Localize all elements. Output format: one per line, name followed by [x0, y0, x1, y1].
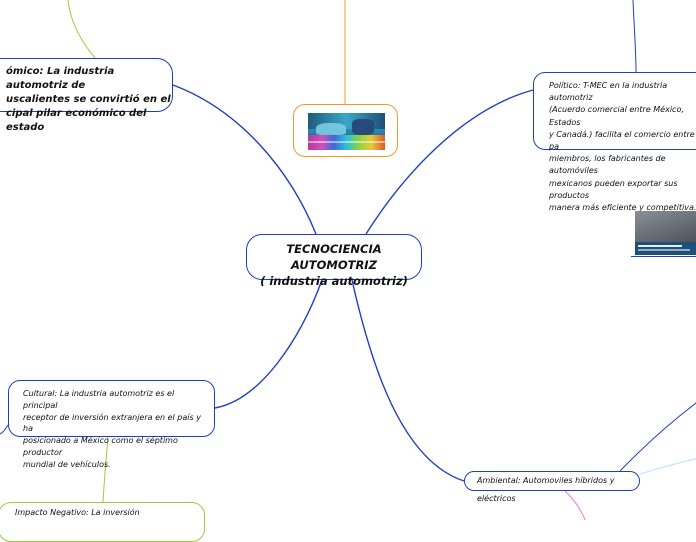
- central-topic[interactable]: TECNOCIENCIA AUTOMOTRIZ ( industria auto…: [246, 234, 422, 288]
- subtopic-impacto-negativo[interactable]: Impacto Negativo: La inversión: [0, 502, 205, 542]
- connector-ambiental-down: [564, 490, 586, 520]
- image-node[interactable]: [293, 104, 398, 157]
- connector-economic: [172, 84, 317, 235]
- central-topic-text: TECNOCIENCIA AUTOMOTRIZ ( industria auto…: [260, 242, 408, 288]
- branch-ambiental-text: Ambiental: Automoviles híbridos y eléctr…: [477, 476, 615, 503]
- branch-politico[interactable]: Político: T-MEC en la industria automotr…: [533, 72, 696, 212]
- connector-cultural: [214, 279, 323, 409]
- connector-ambiental: [351, 279, 465, 482]
- branch-ambiental[interactable]: Ambiental: Automoviles híbridos y eléctr…: [464, 471, 640, 503]
- branch-economic[interactable]: ómico: La industria automotriz de uscali…: [0, 58, 173, 133]
- thumbnail-caption-band: [635, 242, 696, 255]
- connector-cultural-left: [0, 424, 9, 435]
- factory-thumbnail-image: [635, 211, 696, 255]
- automotive-technology-image: [308, 113, 385, 150]
- branch-cultural-text: Cultural: La industria automotriz es el …: [23, 389, 201, 469]
- connector-politico-up: [632, 0, 637, 73]
- connector-ambiental-right: [639, 458, 696, 475]
- connector-cultural-down: [102, 436, 109, 503]
- connector-layer: [0, 0, 696, 520]
- connector-ambiental-up: [619, 402, 696, 472]
- branch-economic-text: ómico: La industria automotriz de uscali…: [6, 66, 171, 133]
- connector-economic-up: [67, 0, 96, 59]
- branch-politico-text: Político: T-MEC en la industria automotr…: [549, 81, 696, 213]
- connector-politico: [365, 89, 534, 235]
- branch-cultural[interactable]: Cultural: La industria automotriz es el …: [8, 380, 215, 469]
- subtopic-impacto-negativo-text: Impacto Negativo: La inversión: [15, 508, 140, 517]
- thumbnail-underline: [631, 256, 696, 257]
